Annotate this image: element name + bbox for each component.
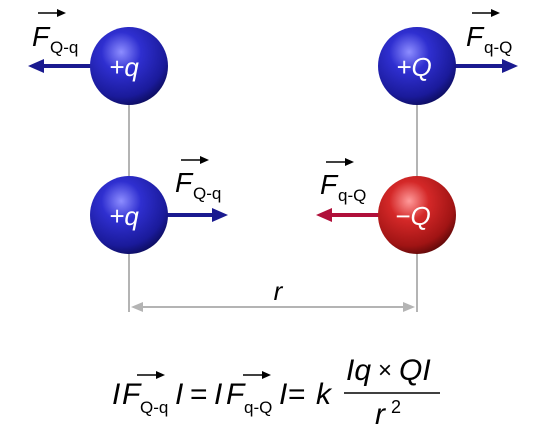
equation-abs-open-1: I <box>112 378 120 411</box>
equation-numerator-times: × <box>378 357 392 384</box>
bottom-left-force-label: F Q-q <box>175 156 221 203</box>
top-right-charge-sphere: +Q <box>378 27 456 105</box>
bottom-left-charge-sphere: +q <box>90 176 168 254</box>
top-right-charge-label: +Q <box>396 52 431 82</box>
equation-denominator-base: r <box>375 398 386 431</box>
bottom-right-force-symbol: F <box>320 169 339 200</box>
equation-abs-close-2: I <box>279 378 287 411</box>
bottom-right-force-arrow <box>316 208 380 222</box>
equation-force-subscript-1: Q-q <box>140 398 168 417</box>
top-left-force-subscript: Q-q <box>50 38 78 57</box>
equation-equals-2: = <box>288 378 306 411</box>
equation-numerator-right: QI <box>399 354 431 387</box>
top-right-force-symbol: F <box>466 21 485 52</box>
bottom-left-charge-label: +q <box>109 201 139 231</box>
top-left-charge-sphere: +q <box>90 27 168 105</box>
bottom-right-charge-sphere: −Q <box>378 176 456 254</box>
bottom-right-charge-label: −Q <box>395 201 430 231</box>
top-right-force-label: F q-Q <box>466 9 512 57</box>
equation-force-symbol-1: F <box>122 378 142 411</box>
top-left-charge-label: +q <box>109 52 139 82</box>
equation-numerator-left: Iq <box>346 354 371 387</box>
bottom-right-force-subscript: q-Q <box>338 186 366 205</box>
equation-constant: k <box>316 378 333 411</box>
distance-label: r <box>274 276 284 306</box>
distance-arrow <box>131 302 415 312</box>
top-right-force-arrow <box>455 59 518 73</box>
top-left-force-symbol: F <box>32 21 51 52</box>
top-left-force-label: F Q-q <box>32 9 78 57</box>
bottom-left-force-symbol: F <box>175 167 194 198</box>
coulomb-equation: I F Q-q I = I F q-Q I = k Iq × QI r 2 <box>112 354 440 431</box>
equation-equals-1: = <box>190 378 208 411</box>
bottom-left-force-arrow <box>166 208 228 222</box>
top-right-force-subscript: q-Q <box>484 38 512 57</box>
equation-denominator-exponent: 2 <box>391 397 401 417</box>
equation-force-symbol-2: F <box>226 378 246 411</box>
equation-force-subscript-2: q-Q <box>244 398 272 417</box>
equation-abs-close-1: I <box>175 378 183 411</box>
bottom-right-force-label: F q-Q <box>320 158 366 205</box>
equation-abs-open-2: I <box>214 378 222 411</box>
bottom-left-force-subscript: Q-q <box>193 184 221 203</box>
top-left-force-arrow <box>28 59 92 73</box>
